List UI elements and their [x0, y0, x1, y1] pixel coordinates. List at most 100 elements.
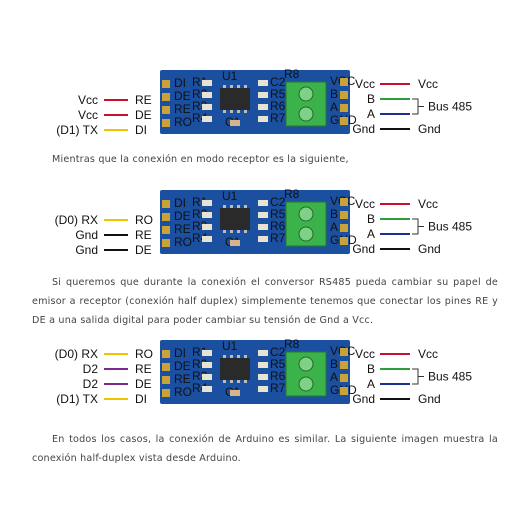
resistor — [258, 350, 268, 356]
header-pin-left — [162, 239, 170, 247]
diagram-group: DIDEREROR1R2R3R4U1C2R5R6R7C1R8VCCBAGND(D… — [55, 187, 473, 257]
resistor — [202, 200, 212, 206]
header-pin-left — [162, 376, 170, 384]
chip-label: U1 — [222, 69, 238, 83]
resistor — [258, 200, 268, 206]
left-pin-label: DE — [174, 359, 191, 373]
left-pin-label: RE — [174, 372, 191, 386]
resistor — [258, 104, 268, 110]
header-pin-right — [340, 361, 348, 369]
bus-label: Bus 485 — [428, 220, 472, 234]
arduino-pin-label: Vcc — [78, 108, 98, 122]
chip-leg — [230, 205, 233, 208]
terminal-screw — [298, 106, 314, 122]
module-pin-label: DI — [135, 123, 147, 137]
component-label: R6 — [270, 219, 286, 233]
resistor — [258, 224, 268, 230]
diagram-group: DIDEREROR1R2R3R4U1C2R5R6R7C1R8VCCBAGND(D… — [55, 337, 473, 406]
terminal-screw — [298, 356, 314, 372]
chip-leg — [223, 355, 226, 358]
module-right-label: A — [367, 377, 375, 391]
arduino-pin-label: (D1) TX — [56, 392, 98, 406]
target-label: Vcc — [418, 347, 438, 361]
component-label: R5 — [270, 357, 286, 371]
diagram-group: DIDEREROR1R2R3R4U1C2R5R6R7C1R8VCCBAGNDVc… — [56, 67, 472, 137]
right-pin-label: B — [330, 207, 338, 221]
module-pin-label: RE — [135, 228, 152, 242]
module-right-label: B — [367, 212, 375, 226]
module-pin-label: DI — [135, 392, 147, 406]
component-label: R7 — [270, 381, 286, 395]
left-pin-label: RO — [174, 385, 192, 399]
resistor — [258, 212, 268, 218]
component-label: R6 — [270, 99, 286, 113]
target-label: Gnd — [418, 122, 441, 136]
component-label: R8 — [284, 337, 300, 351]
chip-leg — [223, 85, 226, 88]
module-right-label: B — [367, 362, 375, 376]
paragraph-half-duplex: Si queremos que durante la conexión el c… — [32, 277, 498, 326]
header-pin-right — [340, 211, 348, 219]
left-pin-label: DE — [174, 209, 191, 223]
chip-leg — [230, 380, 233, 383]
diagram-2-svg: DIDEREROR1R2R3R4U1C2R5R6R7C1R8VCCBAGND(D… — [55, 187, 473, 257]
diagram-transmitter: DIDEREROR1R2R3R4U1C2R5R6R7C1R8VCCBAGNDVc… — [0, 67, 528, 150]
target-label: Gnd — [418, 242, 441, 256]
arduino-pin-label: D2 — [83, 377, 99, 391]
terminal-screw — [298, 376, 314, 392]
header-pin-right — [340, 91, 348, 99]
component-label: R7 — [270, 111, 286, 125]
resistor — [258, 374, 268, 380]
left-pin-label: DI — [174, 76, 186, 90]
bus-brace — [412, 218, 424, 235]
header-pin-left — [162, 350, 170, 358]
header-pin-left — [162, 119, 170, 127]
arduino-pin-label: (D0) RX — [55, 213, 98, 227]
target-label: Vcc — [418, 77, 438, 91]
resistor — [202, 350, 212, 356]
chip-leg — [230, 230, 233, 233]
chip-leg — [237, 85, 240, 88]
left-pin-label: DI — [174, 346, 186, 360]
header-pin-left — [162, 93, 170, 101]
header-pin-right — [340, 117, 348, 125]
module-pin-label: DE — [135, 377, 152, 391]
arduino-pin-label: (D1) TX — [56, 123, 98, 137]
header-pin-right — [340, 104, 348, 112]
left-pin-label: RO — [174, 115, 192, 129]
header-pin-left — [162, 226, 170, 234]
module-right-label: Vcc — [355, 347, 375, 361]
chip-leg — [230, 355, 233, 358]
chip-leg — [237, 355, 240, 358]
module-pin-label: RE — [135, 362, 152, 376]
module-right-label: Gnd — [352, 392, 375, 406]
chip-leg — [223, 205, 226, 208]
chip-leg — [244, 355, 247, 358]
module-pin-label: DE — [135, 108, 152, 122]
chip-leg — [244, 205, 247, 208]
diagram-1-svg: DIDEREROR1R2R3R4U1C2R5R6R7C1R8VCCBAGNDVc… — [56, 67, 472, 137]
bus-brace — [412, 368, 424, 385]
header-pin-left — [162, 213, 170, 221]
chip-leg — [223, 230, 226, 233]
module-right-label: A — [367, 107, 375, 121]
capacitor — [230, 390, 240, 396]
module-right-label: Vcc — [355, 77, 375, 91]
header-pin-left — [162, 80, 170, 88]
right-pin-label: A — [330, 100, 338, 114]
component-label: R6 — [270, 369, 286, 383]
header-pin-left — [162, 106, 170, 114]
bus-label: Bus 485 — [428, 370, 472, 384]
module-right-label: B — [367, 92, 375, 106]
component-label: R5 — [270, 207, 286, 221]
module-pin-label: RO — [135, 213, 153, 227]
target-label: Gnd — [418, 392, 441, 406]
component-label: C2 — [270, 195, 286, 209]
chip-label: U1 — [222, 189, 238, 203]
resistor — [202, 212, 212, 218]
component-label: R8 — [284, 187, 300, 201]
chip-leg — [244, 230, 247, 233]
resistor — [202, 80, 212, 86]
component-label: R7 — [270, 231, 286, 245]
header-pin-right — [340, 224, 348, 232]
